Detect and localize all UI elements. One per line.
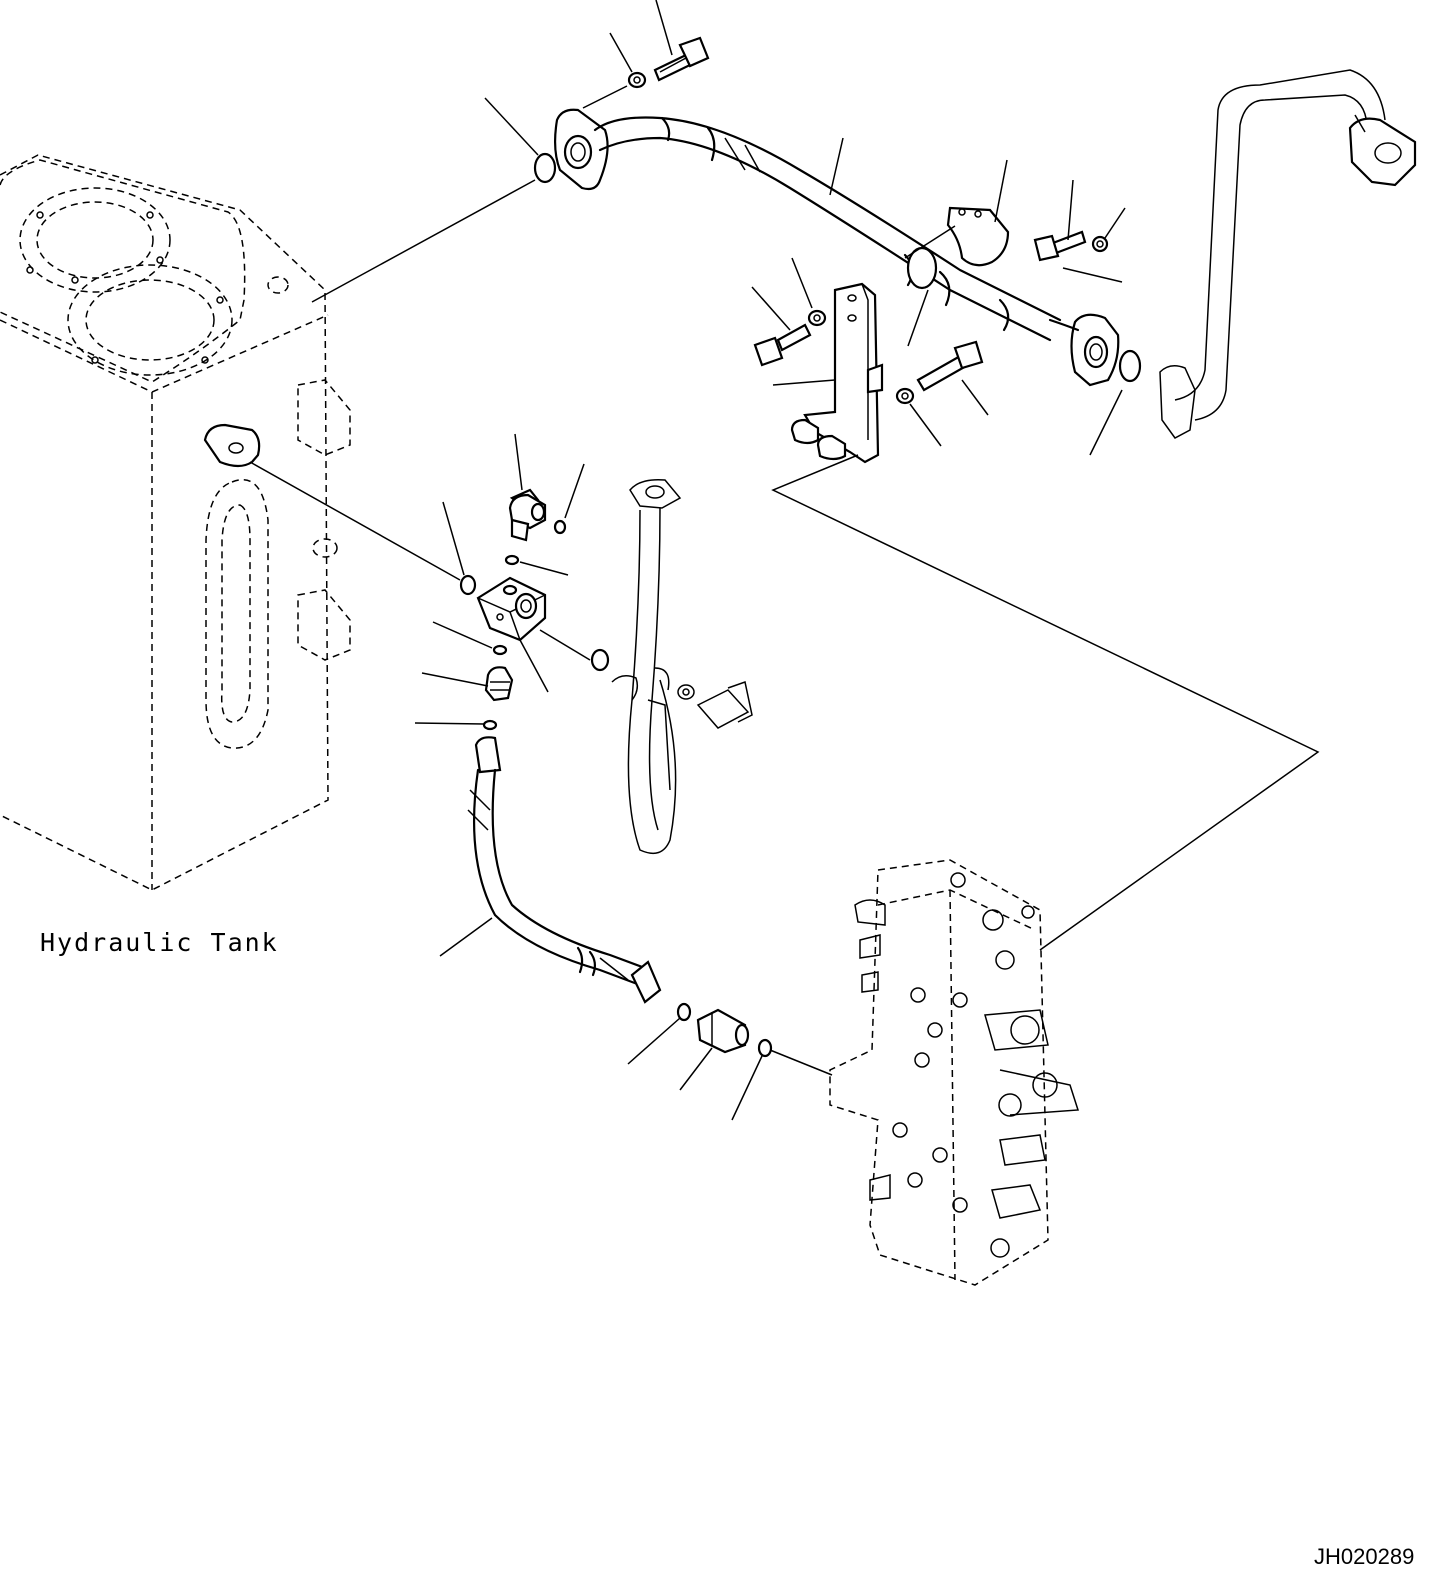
bracket bbox=[790, 282, 884, 464]
return-hose bbox=[467, 736, 662, 1004]
hydraulic-tank-label: Hydraulic Tank bbox=[40, 928, 279, 957]
bolt bbox=[696, 681, 753, 729]
o-ring bbox=[459, 152, 1142, 1058]
pilot-hose bbox=[611, 478, 682, 855]
control-valve bbox=[829, 859, 1080, 1286]
washer bbox=[627, 71, 1109, 700]
bolt bbox=[753, 323, 812, 367]
phantom-tube bbox=[1159, 69, 1417, 439]
split-flange bbox=[476, 576, 547, 642]
straight-fitting bbox=[484, 666, 514, 702]
hydraulic-tank bbox=[0, 154, 536, 891]
leader-lines bbox=[769, 454, 1320, 1076]
bolt bbox=[916, 340, 984, 392]
clamp bbox=[946, 206, 1010, 267]
drawing-code: JH020289 bbox=[1314, 1544, 1415, 1569]
bolt bbox=[653, 36, 710, 82]
bolt bbox=[1033, 230, 1087, 262]
check-valve bbox=[696, 1008, 750, 1054]
tube-assembly bbox=[553, 108, 1120, 387]
elbow-fitting bbox=[508, 488, 547, 542]
callout-lines bbox=[414, 0, 1126, 1121]
